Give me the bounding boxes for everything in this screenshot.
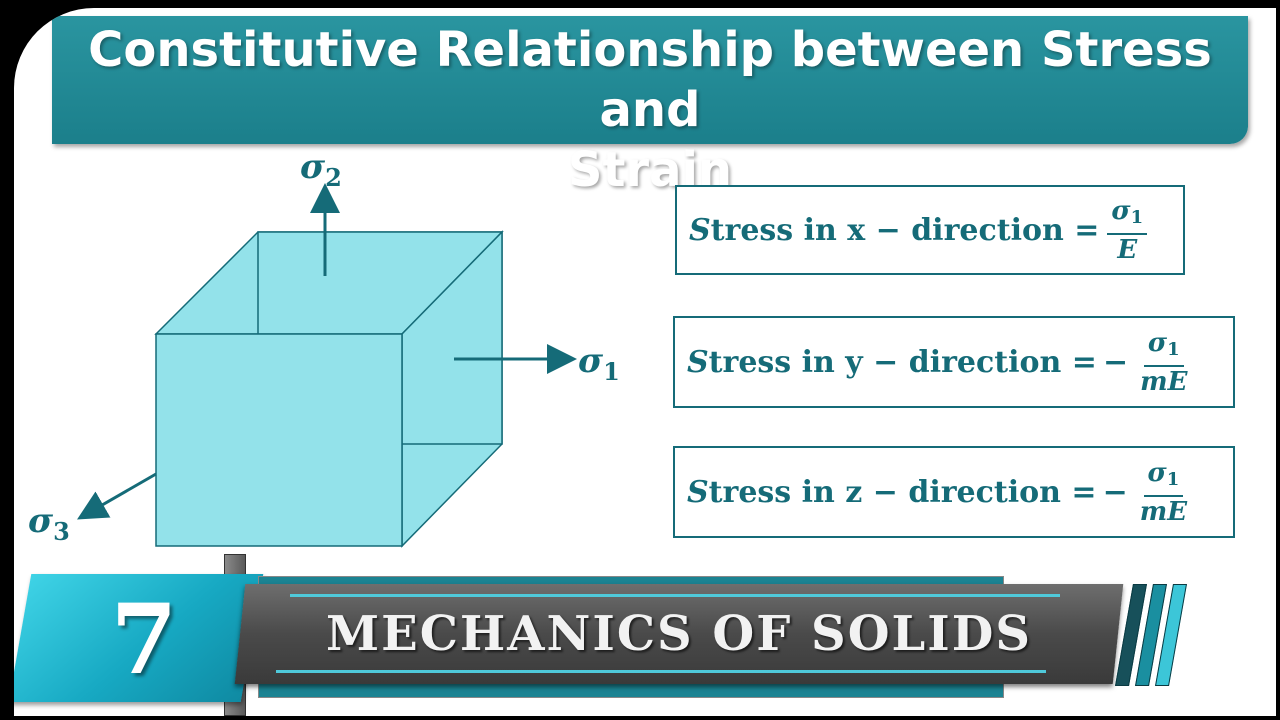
fraction: σ1 mE: [1140, 327, 1188, 397]
cube-front-face: [155, 333, 403, 547]
slide-title: Constitutive Relationship between Stress…: [52, 20, 1248, 200]
banner-top-line: [290, 594, 1060, 597]
episode-number: 7: [110, 583, 178, 696]
sigma-3-arrow: [77, 472, 157, 520]
title-bar: [52, 16, 1248, 144]
course-title: MECHANICS OF SOLIDS: [326, 606, 1032, 662]
title-line-1: Constitutive Relationship between Stress…: [88, 22, 1212, 138]
sigma-1-label: σ1: [578, 341, 620, 386]
stress-cube-diagram: [77, 183, 577, 548]
slide: Constitutive Relationship between Stress…: [14, 8, 1276, 716]
fraction: σ1 E: [1107, 196, 1148, 265]
sigma-2-label: σ2: [300, 147, 342, 192]
banner-bottom-line: [276, 670, 1046, 673]
sigma-3-label: σ3: [28, 501, 70, 546]
fraction: σ1 mE: [1139, 457, 1188, 527]
